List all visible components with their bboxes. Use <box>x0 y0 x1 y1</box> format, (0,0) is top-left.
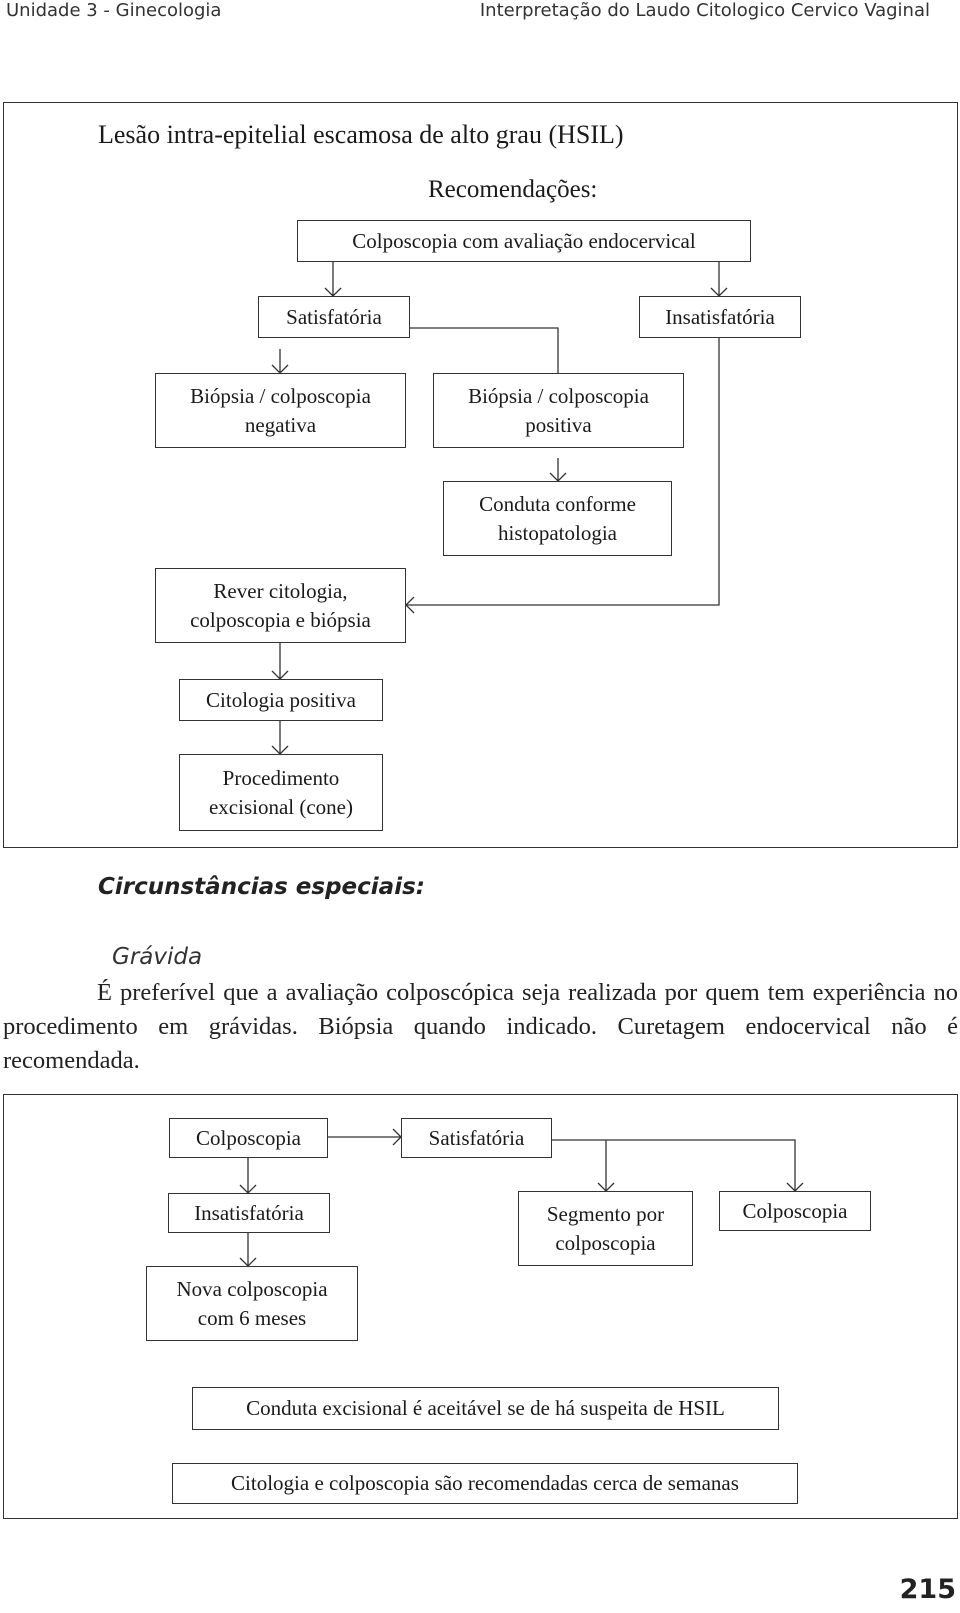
arrow-review-to-cytology-positive <box>271 643 289 680</box>
arrow-colposcopy-to-satisfactory-2 <box>328 1128 402 1146</box>
arrow-satisfactory-to-colposcopy-right <box>552 1139 804 1192</box>
line-satisfactory-to-biopsy-positive <box>410 327 559 373</box>
running-header-right: Interpretação do Laudo Citologico Cervic… <box>479 0 930 21</box>
pregnancy-paragraph: É preferível que a avaliação colposcópic… <box>3 979 958 1074</box>
pregnant-subheading: Grávida <box>112 944 203 970</box>
satisfactory-box-2: Satisfatória <box>401 1118 552 1158</box>
arrow-biopsy-positive-to-conduct <box>549 458 567 482</box>
excisional-conduct-box: Conduta excisional é aceitável se de há … <box>192 1387 779 1430</box>
arrow-unsatisfactory-to-review <box>405 338 720 614</box>
hsil-flowchart-frame <box>3 102 958 848</box>
page-number: 215 <box>899 1574 956 1605</box>
arrow-satisfactory-to-segment <box>597 1140 615 1192</box>
colposcopy-box: Colposcopia <box>169 1118 328 1158</box>
unsatisfactory-box: Insatisfatória <box>639 296 801 338</box>
unsatisfactory-box-2: Insatisfatória <box>168 1193 330 1233</box>
flowchart-title: Lesão intra-epitelial escamosa de alto g… <box>98 120 624 149</box>
running-header-left: Unidade 3 - Ginecologia <box>6 0 222 21</box>
arrow-colposcopy-to-unsatisfactory-2 <box>239 1158 257 1194</box>
arrow-colposcopy-to-unsatisfactory <box>710 262 728 297</box>
recommendations-label: Recomendações: <box>428 176 598 203</box>
arrow-colposcopy-to-satisfactory <box>324 262 342 297</box>
pregnancy-flowchart-frame <box>3 1094 958 1519</box>
cytology-recommended-box: Citologia e colposcopia são recomendadas… <box>172 1463 798 1504</box>
arrow-cytology-positive-to-excisional <box>271 721 289 755</box>
arrow-satisfactory-to-biopsy-negative <box>271 349 289 374</box>
special-circumstances-heading: Circunstâncias especiais: <box>98 874 425 900</box>
review-cytology-box: Rever citologia,colposcopia e biópsia <box>155 568 406 643</box>
cytology-positive-box: Citologia positiva <box>179 679 383 721</box>
arrow-unsatisfactory-to-new-colposcopy <box>239 1233 257 1267</box>
colposcopy-endocervical-box: Colposcopia com avaliação endocervical <box>297 220 751 262</box>
satisfactory-box: Satisfatória <box>258 296 410 338</box>
